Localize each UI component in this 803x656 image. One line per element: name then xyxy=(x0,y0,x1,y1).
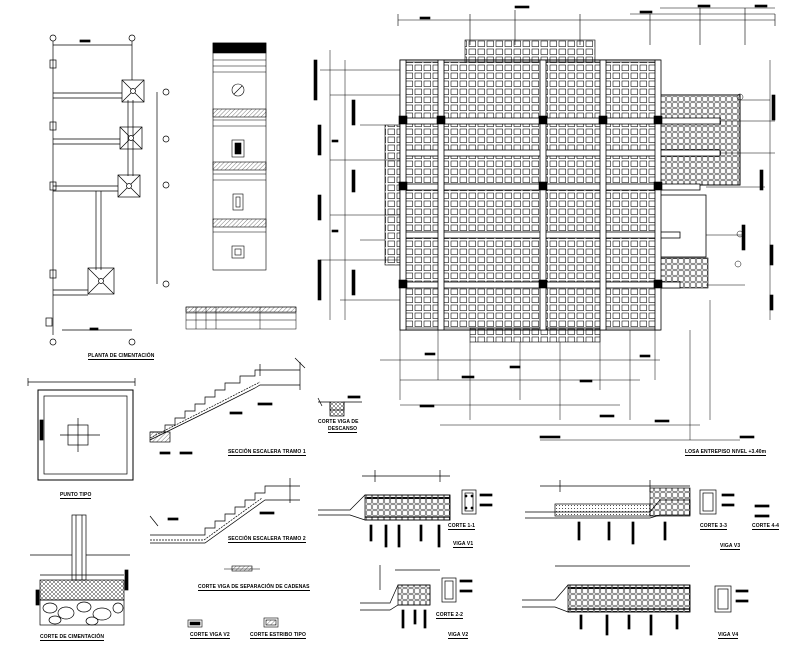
beam-v2-elevation xyxy=(360,565,473,629)
label-punto-tipo: PUNTO TIPO xyxy=(60,492,92,499)
label-corte-2-2: CORTE 2-2 xyxy=(436,612,464,619)
foundation-plan xyxy=(45,34,170,346)
label-viga-v4: VIGA V4 xyxy=(718,632,739,639)
label-corte-3-3: CORTE 3-3 xyxy=(700,523,728,530)
stair-section-1 xyxy=(149,357,306,455)
schedule-table xyxy=(212,42,267,271)
label-corte-viga-descanso-2: DESCANSO xyxy=(328,426,358,433)
label-viga-v1: VIGA V1 xyxy=(453,541,474,548)
label-seccion-escalera-1: SECCIÓN ESCALERA TRAMO 1 xyxy=(228,449,306,456)
beam-v1-elevation xyxy=(318,470,493,548)
label-viga-v3: VIGA V3 xyxy=(720,543,741,550)
rebar-legend-table xyxy=(185,306,297,330)
beam-v3-elevation xyxy=(525,480,770,545)
corte-viga-descanso xyxy=(317,395,362,417)
beam-v4-elevation xyxy=(522,565,749,636)
label-corte-1-1: CORTE 1-1 xyxy=(448,523,476,530)
stair-section-2 xyxy=(149,478,300,544)
label-corte-4-4: CORTE 4-4 xyxy=(752,523,780,530)
label-corte-viga-descanso-1: CORTE VIGA DE xyxy=(318,419,359,425)
label-planta-cimentacion: PLANTA DE CIMENTACIÓN xyxy=(88,353,155,360)
label-corte-cimentacion: CORTE DE CIMENTACIÓN xyxy=(40,634,105,641)
slab-plan xyxy=(313,4,776,441)
foundation-section xyxy=(30,514,130,626)
label-seccion-escalera-2: SECCIÓN ESCALERA TRAMO 2 xyxy=(228,536,306,543)
label-corte-viga-v2: CORTE VIGA V2 xyxy=(190,632,230,639)
label-losa-entrepiso: LOSA ENTREPISO NIVEL +3.40m xyxy=(685,449,767,456)
punto-tipo-detail xyxy=(27,378,136,481)
small-section-details xyxy=(187,565,279,628)
label-corte-estribo-tipo: CORTE ESTRIBO TIPO xyxy=(250,632,306,639)
label-corte-viga-separacion: CORTE VIGA DE SEPARACIÓN DE CADENAS xyxy=(198,584,310,591)
label-viga-v2: VIGA V2 xyxy=(448,632,469,639)
